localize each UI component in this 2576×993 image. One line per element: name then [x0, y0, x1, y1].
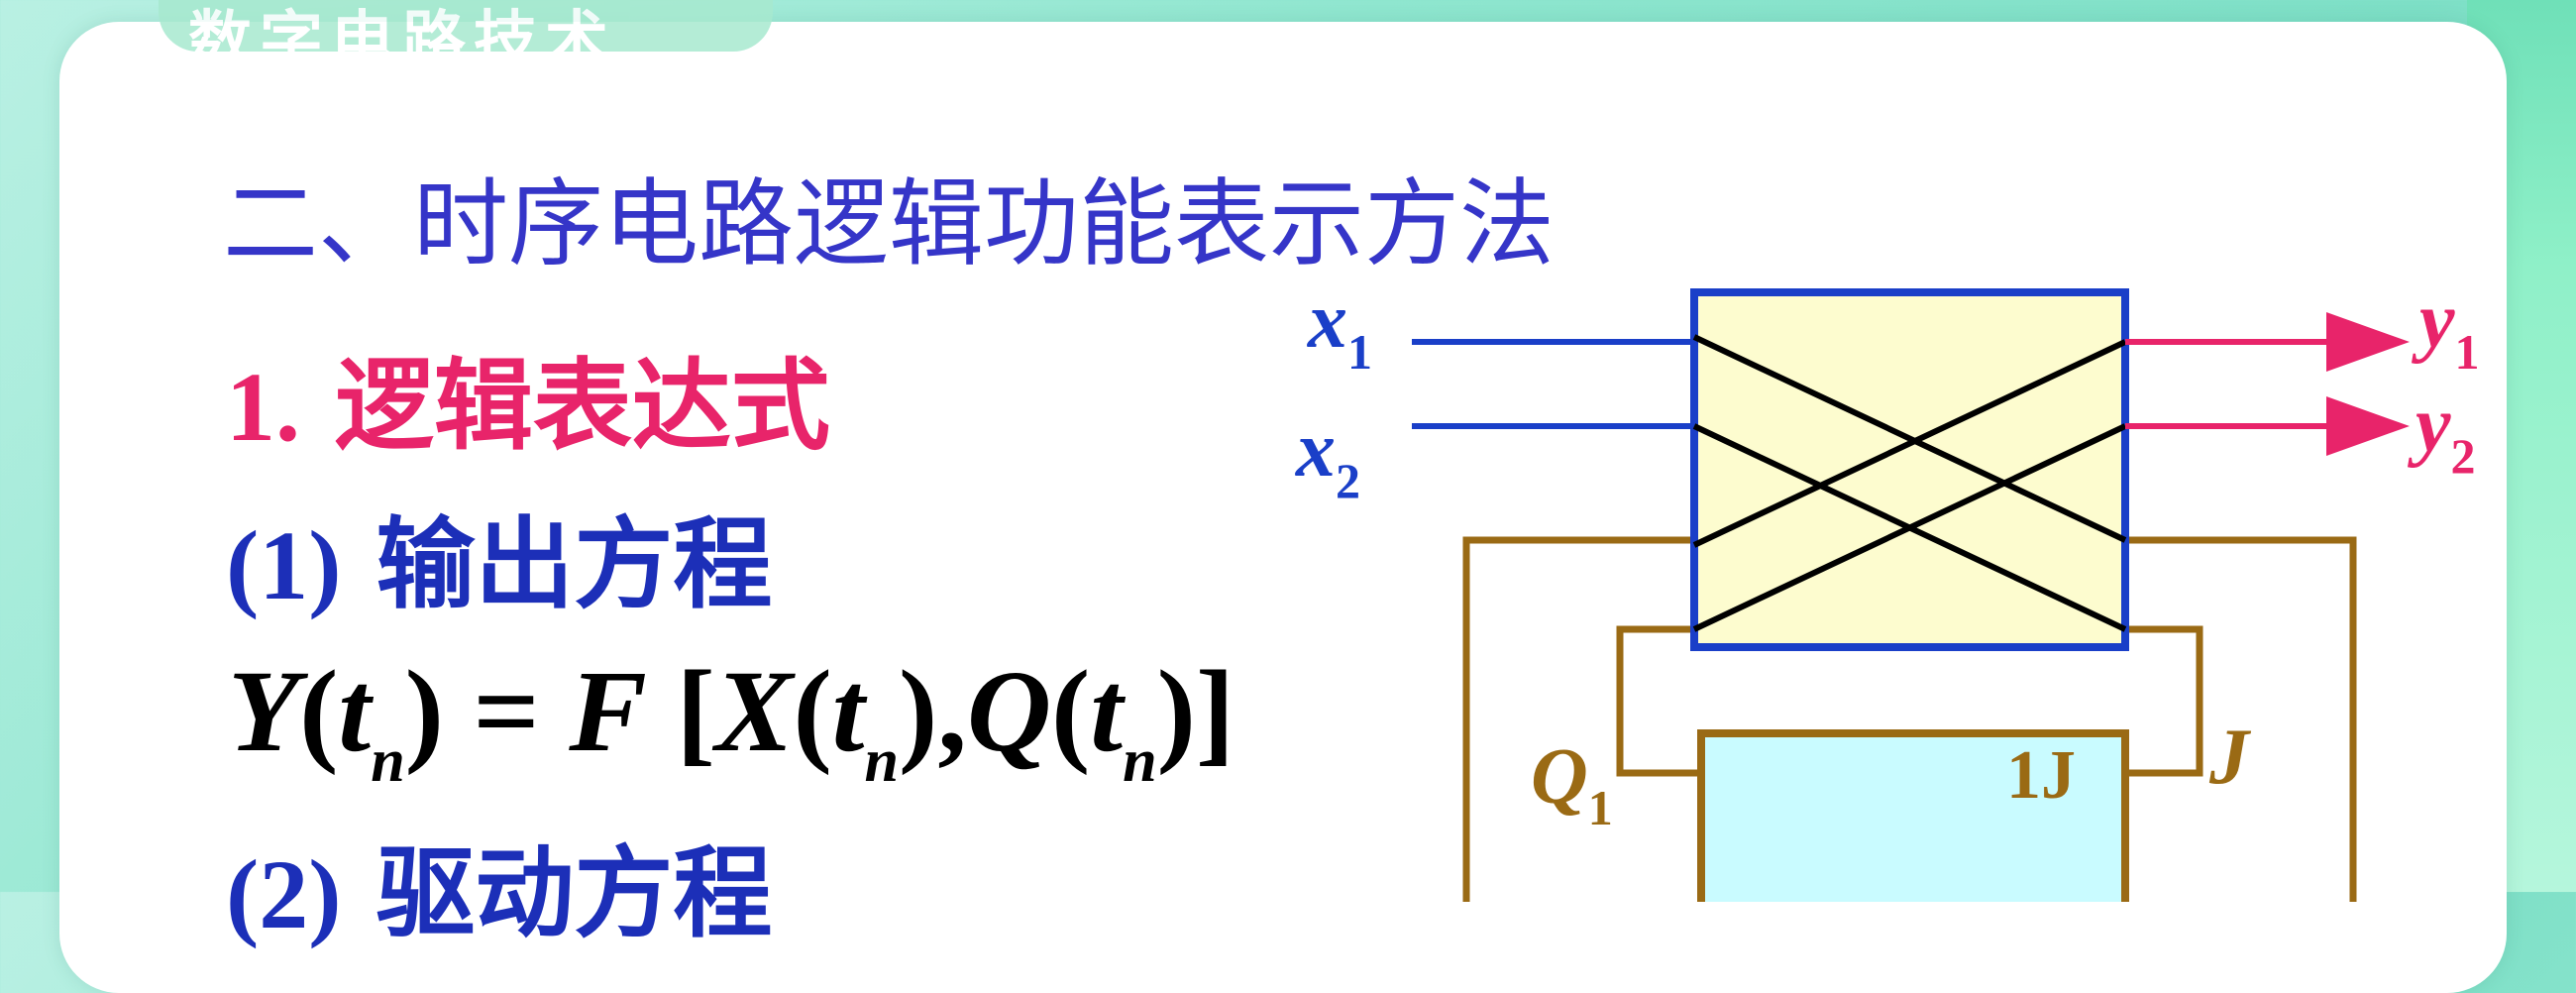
section-title-text: 逻辑表达式: [334, 348, 830, 464]
eq-lhs-sub: n: [371, 726, 405, 795]
eq-arg2-sub: n: [1123, 726, 1157, 795]
item-drive-equation: (2) 驱动方程: [226, 813, 772, 956]
label-x1: x1: [1307, 277, 1372, 380]
eq-arg2-t: t: [1090, 646, 1124, 776]
label-x2-sub: 2: [1336, 453, 1360, 508]
flip-flop-block: [1697, 729, 2129, 902]
logic-cross-line-4: [1692, 423, 2127, 632]
logic-cross-line-1: [1692, 334, 2127, 543]
label-q1-main: Q: [1531, 733, 1588, 821]
item2-number: (2): [226, 839, 342, 949]
label-x2-main: x: [1295, 406, 1336, 494]
label-x1-sub: 1: [1347, 324, 1372, 380]
output-equation: Y(tn) = F [X(tn),Q(tn)]: [228, 646, 1235, 795]
item1-number: (1): [226, 510, 342, 620]
eq-arg1-var: X: [714, 646, 794, 776]
sequential-circuit-diagram: x1 x2 y1 y2 Q1 J 1J: [1295, 277, 2480, 902]
label-y2: y2: [2407, 382, 2476, 484]
label-y1-sub: 1: [2455, 324, 2480, 380]
slide-heading: 二、时序电路逻辑功能表示方法: [223, 168, 1555, 279]
label-y2-sub: 2: [2451, 428, 2476, 484]
label-q1-sub: 1: [1588, 780, 1613, 835]
label-x2: x2: [1295, 406, 1360, 508]
label-j: J: [2208, 714, 2252, 801]
label-y1: y1: [2411, 277, 2480, 380]
eq-arg1-sub: n: [864, 726, 900, 795]
combinational-logic-block: [1690, 288, 2129, 651]
section-number: 1.: [226, 352, 300, 462]
course-logo: 数字电路技术: [159, 0, 773, 78]
feedback-wire-q1: [1616, 625, 1701, 777]
ff-pin-label-1j: 1J: [2006, 737, 2076, 814]
item2-title: 驱动方程: [376, 835, 773, 951]
eq-func: F: [569, 646, 647, 776]
label-y1-main: y: [2411, 277, 2455, 365]
label-q1: Q1: [1531, 733, 1613, 835]
section-title: 1. 逻辑表达式: [226, 325, 830, 469]
eq-arg2-var: Q: [966, 646, 1052, 776]
label-x1-main: x: [1307, 277, 1347, 365]
course-logo-text: 数字电路技术: [188, 5, 616, 78]
feedback-wire-j: [2125, 625, 2203, 777]
item1-title: 输出方程: [376, 506, 773, 622]
label-y2-main: y: [2407, 382, 2451, 469]
feedback-wire-outer-right: [2125, 536, 2357, 902]
eq-lhs-var: Y: [228, 646, 300, 776]
item-output-equation: (1) 输出方程: [226, 484, 772, 627]
logic-cross-line-3: [1692, 339, 2127, 548]
feedback-wire-outer: [1462, 536, 1694, 902]
eq-lhs-arg: t: [338, 646, 372, 776]
eq-arg1-t: t: [831, 646, 865, 776]
